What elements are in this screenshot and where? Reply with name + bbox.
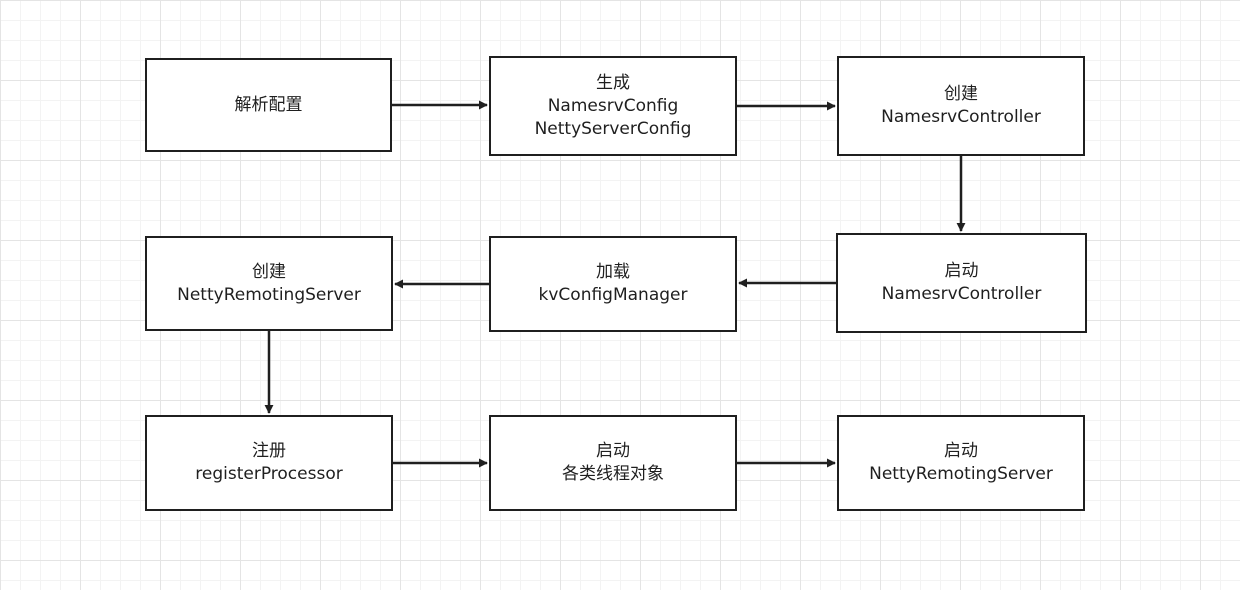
node-parse-config: 解析配置 xyxy=(145,58,392,152)
node-label-line: NettyServerConfig xyxy=(534,118,692,139)
node-label-line: 启动 xyxy=(944,261,979,281)
node-generate-config: 生成 NamesrvConfig NettyServerConfig xyxy=(489,56,737,156)
node-create-remoting-server: 创建 NettyRemotingServer xyxy=(145,236,393,331)
node-label-line: 注册 xyxy=(252,441,286,461)
node-label-line: 生成 xyxy=(596,72,630,93)
node-label-line: NettyRemotingServer xyxy=(869,464,1053,484)
node-start-controller: 启动 NamesrvController xyxy=(836,233,1087,333)
node-label-line: 启动 xyxy=(596,441,630,461)
node-create-controller: 创建 NamesrvController xyxy=(837,56,1085,156)
node-label-line: 启动 xyxy=(944,441,978,461)
node-label-line: 创建 xyxy=(944,84,978,104)
node-register-processor: 注册 registerProcessor xyxy=(145,415,393,511)
node-label-line: NamesrvController xyxy=(881,284,1042,304)
node-start-remoting-server: 启动 NettyRemotingServer xyxy=(837,415,1085,511)
node-label-line: NamesrvController xyxy=(881,107,1041,127)
node-label-line: 加载 xyxy=(596,262,630,282)
node-label-line: 创建 xyxy=(252,261,286,282)
node-label-line: 各类线程对象 xyxy=(562,464,664,484)
node-label-line: NettyRemotingServer xyxy=(177,284,361,305)
node-label-line: 解析配置 xyxy=(234,94,303,115)
node-label-line: registerProcessor xyxy=(195,464,343,484)
node-label-line: NamesrvConfig xyxy=(547,95,679,116)
node-load-kvconfig: 加载 kvConfigManager xyxy=(489,236,737,332)
node-start-thread-objects: 启动 各类线程对象 xyxy=(489,415,737,511)
node-label-line: kvConfigManager xyxy=(538,285,688,305)
